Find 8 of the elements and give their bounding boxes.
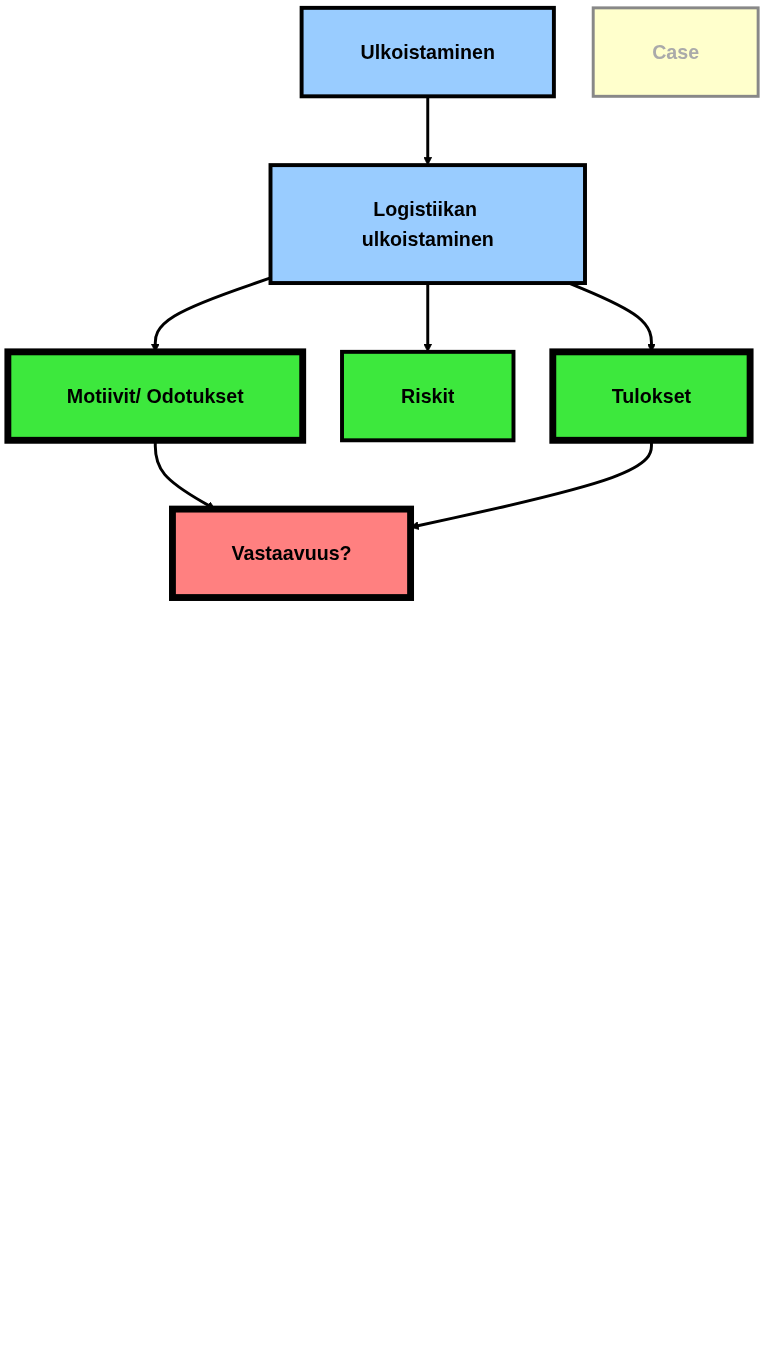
node-box: Riskit (340, 349, 516, 443)
node-box: Ulkoistaminen (299, 5, 556, 99)
node-box: Case (591, 6, 760, 98)
node-box: Tulokset (549, 348, 754, 444)
arrow (423, 96, 433, 166)
node-box: Vastaavuus? (169, 505, 414, 601)
node-box: Motiivit/ Odotukset (4, 348, 307, 444)
node-box: Logistiikan ulkoistaminen (268, 163, 587, 285)
